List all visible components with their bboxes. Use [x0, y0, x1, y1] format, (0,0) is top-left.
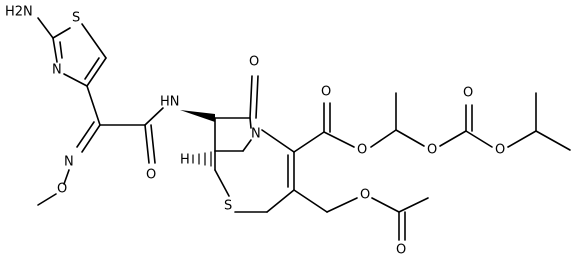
beta-lactam-oxygen-label: O [249, 55, 259, 70]
ring-nitrogen-label: N [251, 127, 261, 142]
bond [76, 121, 95, 148]
amide-nh-label: HN [160, 95, 180, 110]
bond [86, 57, 107, 87]
bond [398, 197, 429, 213]
bond [63, 169, 70, 185]
ester-link-oxygen-label: O [357, 143, 367, 158]
bond [84, 57, 100, 80]
bond [255, 75, 259, 119]
bond [293, 131, 325, 153]
bond [371, 197, 400, 213]
bond [326, 197, 358, 213]
carbonate-carbonyl-oxygen-label: O [463, 86, 473, 101]
thiazole-sulfur-label: S [72, 11, 80, 26]
bond [242, 139, 252, 152]
bond [37, 17, 54, 39]
bond [249, 117, 252, 129]
bond [52, 27, 71, 39]
bond [150, 124, 156, 164]
oxime-oxygen-label: O [57, 182, 67, 197]
carbonate-link-oxygen-label: O [495, 143, 505, 158]
bond [293, 189, 328, 213]
ring-hydrogen-label: H [180, 153, 190, 168]
bond [535, 130, 571, 151]
acetal-oxygen-label: O [427, 143, 437, 158]
amide-oxygen-label: O [146, 168, 156, 183]
bond [261, 129, 295, 153]
bond [214, 169, 230, 197]
ring-sulfur-label: S [224, 199, 232, 214]
bond [144, 107, 164, 126]
bond [63, 73, 88, 87]
oxime-nitrogen-label: N [64, 155, 74, 170]
bond [395, 129, 425, 147]
bond [323, 131, 355, 148]
bond [144, 124, 150, 164]
bond [266, 189, 295, 213]
wedge-bond [180, 110, 215, 122]
bond [249, 75, 253, 119]
bond [81, 23, 107, 59]
bond [370, 129, 397, 148]
acetoxy-link-oxygen-label: O [360, 188, 370, 203]
bond [507, 130, 537, 148]
acetoxy-carbonyl-oxygen-label: O [396, 243, 406, 258]
bond [52, 37, 58, 63]
ester-carbonyl-oxygen-label: O [321, 85, 331, 100]
amine-label: H2N [5, 5, 33, 20]
bonds [37, 17, 571, 241]
bond [465, 130, 493, 148]
bond [86, 85, 101, 126]
bond [81, 124, 101, 153]
atom-labels: H2N S N HN O N N O H O S O O O O O O O [5, 5, 505, 258]
thiazole-nitrogen-label: N [52, 63, 62, 78]
bond [37, 193, 57, 206]
bond [439, 130, 467, 147]
hash-bond [192, 151, 212, 167]
bond [59, 41, 63, 59]
stereo-bonds [180, 110, 215, 167]
